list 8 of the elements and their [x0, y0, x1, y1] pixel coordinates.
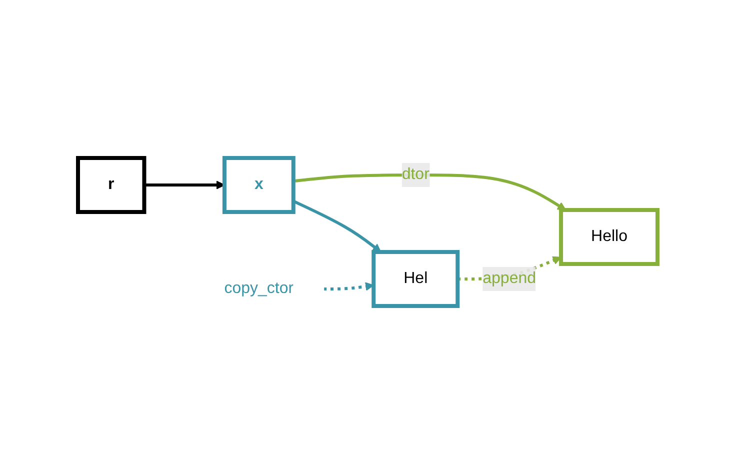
node-box: Hel — [372, 250, 460, 308]
edge-label: append — [482, 270, 536, 287]
node-box: r — [76, 156, 146, 214]
node-text: copy_ctor — [224, 280, 294, 297]
node-box: Hello — [559, 208, 660, 266]
arrow — [293, 200, 382, 252]
node-box: x — [222, 156, 296, 214]
edge-label: dtor — [402, 166, 430, 183]
